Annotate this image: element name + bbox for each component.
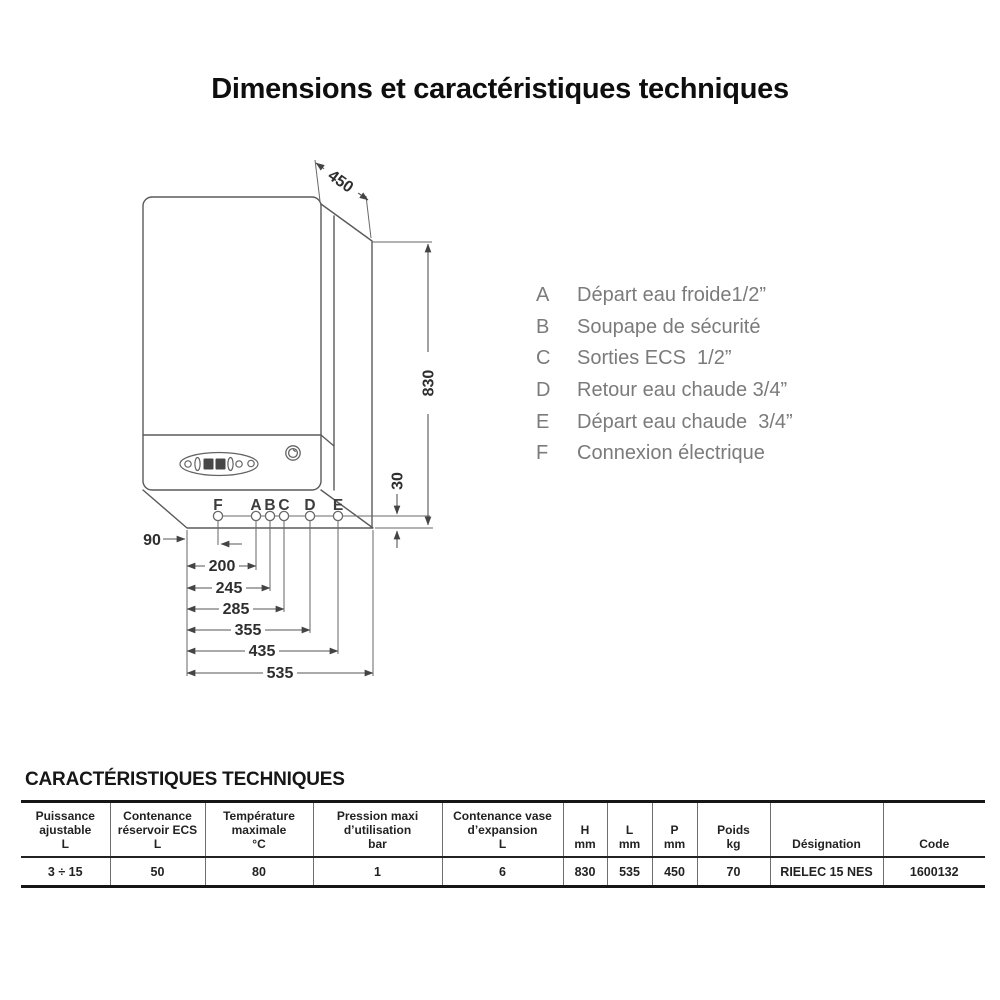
col-header-designation: Désignation	[769, 801, 884, 858]
control-band-line	[142, 434, 335, 447]
legend-item-B: B Soupape de sécurité	[536, 312, 793, 344]
legend-key: C	[536, 347, 551, 370]
value-vase-expansion: 6	[441, 857, 564, 887]
col-header-vase-expansion: Contenance vase d’expansion L	[441, 801, 564, 858]
col-header-code: Code	[882, 801, 985, 858]
panel-button-icon-2	[235, 460, 243, 468]
value-temperature: 80	[204, 857, 314, 887]
legend-label: Retour eau chaude 3/4”	[577, 379, 788, 402]
value-p: 450	[651, 857, 698, 887]
col-header-pression: Pression maxi d’utilisation bar	[312, 801, 443, 858]
dimension-drawing: F A B C D E 450 830	[142, 159, 438, 682]
connection-points: F A B C D E	[212, 497, 430, 522]
control-panel	[179, 451, 259, 477]
legend-key: A	[536, 284, 550, 307]
connection-label-C: C	[278, 497, 289, 514]
connection-label-F: F	[213, 497, 222, 514]
legend-label: Départ eau chaude 3/4”	[577, 410, 793, 433]
panel-button-icon	[184, 460, 192, 468]
col-header-contenance-ecs: Contenance réservoir ECS L	[109, 801, 206, 858]
value-code: 1600132	[882, 857, 985, 887]
table-value-row: 3 ÷ 15 50 80 1 6 830 535 450 70 RIELEC 1…	[21, 857, 985, 887]
legend-item-A: A Départ eau froide1/2”	[536, 280, 793, 312]
connection-label-A: A	[250, 497, 261, 514]
legend-key: E	[536, 410, 550, 433]
control-panel-oval	[179, 451, 259, 477]
col-header-puissance: Puissance ajustable L	[21, 801, 111, 858]
knob-tick	[292, 449, 296, 453]
knob-inner	[287, 447, 299, 459]
col-header-p: P mm	[651, 801, 698, 858]
col-header-temperature: Température maximale °C	[204, 801, 314, 858]
dim-535-label: 535	[267, 665, 294, 682]
connection-D	[304, 510, 316, 522]
boiler-bottom-face	[142, 489, 374, 529]
connection-label-E: E	[333, 497, 343, 514]
dim-245-label: 245	[216, 580, 243, 597]
legend-key: F	[536, 442, 549, 465]
legend-item-F: F Connexion électrique	[536, 438, 793, 470]
technical-characteristics-section: CARACTÉRISTIQUES TECHNIQUES Puissance aj…	[21, 769, 985, 888]
legend-key: B	[536, 315, 550, 338]
col-header-l: L mm	[606, 801, 653, 858]
boiler-front-face	[142, 196, 322, 491]
dim-435-label: 435	[249, 643, 276, 660]
dim-285-label: 285	[223, 601, 250, 618]
panel-display-2	[215, 458, 226, 470]
col-header-poids: Poids kg	[696, 801, 771, 858]
legend-label: Soupape de sécurité	[577, 315, 761, 338]
dim-30-label: 30	[390, 472, 407, 490]
connection-A	[250, 510, 262, 522]
table-title: CARACTÉRISTIQUES TECHNIQUES	[25, 769, 345, 790]
panel-slider-icon-2	[227, 456, 234, 472]
connection-label-D: D	[304, 497, 315, 514]
legend-label: Sorties ECS 1/2”	[577, 347, 732, 370]
panel-slider-icon	[194, 456, 201, 472]
spec-table: Puissance ajustable L Contenance réservo…	[21, 800, 985, 888]
legend-item-C: C Sorties ECS 1/2”	[536, 343, 793, 375]
dimensions: 450 830 30 90 200 245 285	[143, 161, 438, 682]
boiler-side-face	[320, 203, 373, 528]
legend-label: Départ eau froide1/2”	[577, 284, 767, 307]
connection-legend: A Départ eau froide1/2” B Soupape de séc…	[536, 280, 793, 470]
panel-button-icon-3	[247, 459, 255, 468]
connection-label-B: B	[264, 497, 275, 514]
table-header-row: Puissance ajustable L Contenance réservo…	[21, 801, 985, 858]
value-poids: 70	[696, 857, 771, 887]
legend-label: Connexion électrique	[577, 442, 765, 465]
connection-B	[264, 510, 276, 522]
page-title: Dimensions et caractéristiques technique…	[211, 73, 789, 106]
connection-C	[278, 510, 290, 522]
legend-item-E: E Départ eau chaude 3/4”	[536, 406, 793, 438]
connection-F	[212, 510, 224, 522]
knob-outer	[285, 445, 301, 461]
col-header-h: H mm	[562, 801, 608, 858]
legend-item-D: D Retour eau chaude 3/4”	[536, 375, 793, 407]
legend-key: D	[536, 379, 551, 402]
dim-830-label: 830	[421, 370, 438, 397]
dim-355-label: 355	[235, 622, 262, 639]
value-l: 535	[606, 857, 653, 887]
dim-200-label: 200	[209, 558, 236, 575]
value-h: 830	[562, 857, 608, 887]
panel-display-1	[203, 458, 214, 470]
value-pression: 1	[312, 857, 443, 887]
value-designation: RIELEC 15 NES	[769, 857, 884, 887]
value-contenance-ecs: 50	[109, 857, 206, 887]
dim-90-label: 90	[143, 532, 161, 549]
value-puissance: 3 ÷ 15	[21, 857, 111, 887]
knob	[285, 445, 301, 461]
connection-E	[332, 510, 344, 522]
boiler-outline	[142, 196, 374, 529]
